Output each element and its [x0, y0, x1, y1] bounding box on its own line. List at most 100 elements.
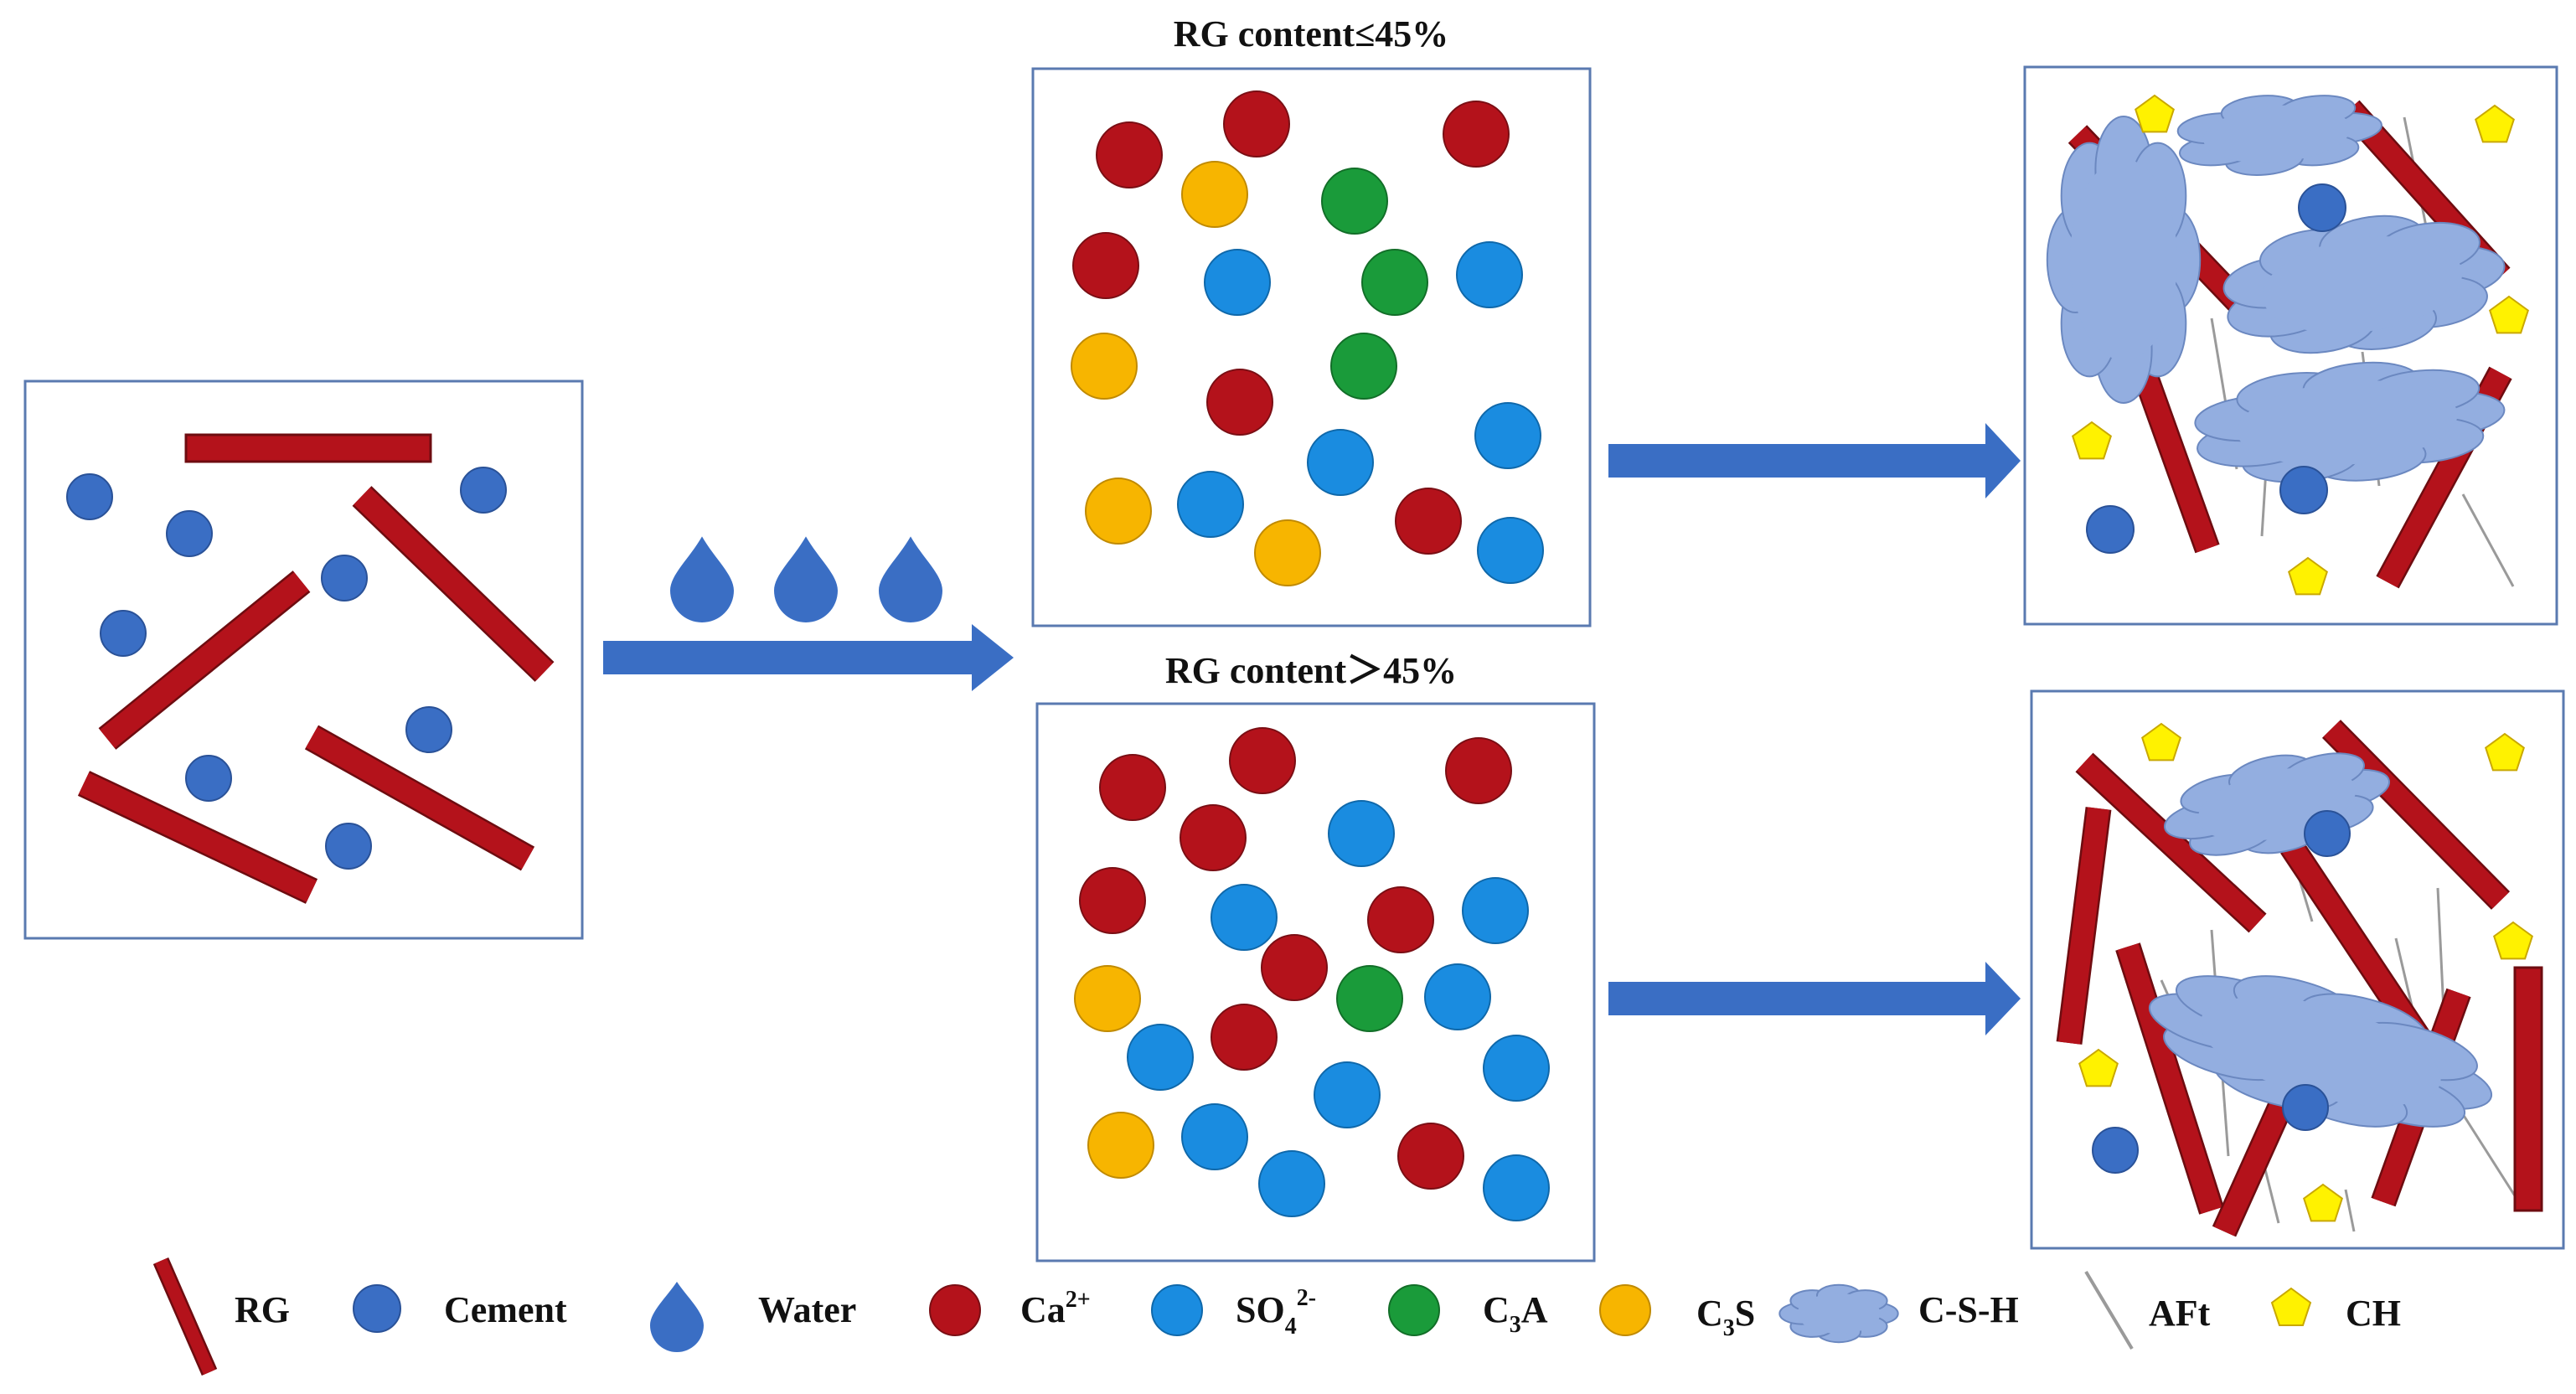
calcium-ion [1211, 1004, 1278, 1071]
ch-crystal [2485, 732, 2525, 772]
calcium-ion [1445, 737, 1512, 804]
cement-particle [185, 755, 232, 802]
rg-rod [77, 771, 318, 904]
rg-rod-horizontal [184, 433, 432, 463]
sulfate-ion [1477, 517, 1544, 584]
calcium-ion [1261, 934, 1328, 1001]
cement-particle [100, 610, 147, 657]
legend-rg: RG [152, 1257, 290, 1376]
sulfate-ion [1177, 471, 1244, 538]
calcium-ion [1443, 101, 1510, 168]
c3s-particle [1085, 478, 1152, 545]
ch-crystal [2078, 1048, 2119, 1087]
legend-water: Water [650, 1282, 856, 1352]
legend-label-ca: Ca2+ [1020, 1287, 1091, 1330]
legend-label-csh: C-S-H [1918, 1289, 2019, 1330]
rg-rod [352, 486, 555, 682]
calcium-ion-icon [929, 1284, 981, 1336]
csh-gel [2046, 116, 2202, 404]
aft-needle [2344, 1189, 2356, 1232]
legend-label-so4: SO42- [1236, 1285, 1316, 1340]
water-drop [774, 536, 838, 622]
csh-gel-legend [1778, 1283, 1899, 1344]
c3a-particle-icon [1388, 1284, 1440, 1336]
c3s-particle [1071, 333, 1138, 400]
csh-gel [2222, 214, 2506, 354]
c3a-particle [1361, 249, 1428, 316]
calcium-ion [1099, 754, 1166, 821]
c3a-particle [1336, 965, 1403, 1032]
low-rg-products [2046, 94, 2529, 596]
high-rg-products [2056, 720, 2543, 1237]
legend-label-c3s: C3S [1696, 1293, 1755, 1341]
rg-rod [2056, 807, 2112, 1045]
calcium-ion [1367, 886, 1434, 953]
low-rg-ions [1071, 90, 1544, 586]
water-drop [879, 536, 942, 622]
csh-core [2200, 996, 2441, 1107]
sulfate-ion [1474, 402, 1541, 469]
arrow-mix-to-ions [603, 624, 1014, 691]
ch-crystal [2303, 1183, 2343, 1222]
rg-rod-fill [79, 772, 317, 902]
rg-rod [304, 725, 535, 871]
sulfate-ion [1314, 1061, 1381, 1128]
c3s-particle-icon [1599, 1284, 1651, 1336]
csh-gel [2176, 95, 2382, 176]
legend: RG Cement Water Ca2+ SO42- C3A C3S C-S- [152, 1257, 2401, 1376]
top-condition-label: RG content≤45% [1174, 13, 1448, 54]
legend-c3s: C3S [1599, 1284, 1755, 1341]
sulfate-ion [1204, 249, 1271, 316]
cement-particle [325, 823, 372, 870]
legend-label-cement: Cement [444, 1289, 567, 1330]
aft-needle-icon [2084, 1270, 2134, 1350]
aft-needle [2461, 493, 2515, 587]
cement-particle [321, 555, 368, 601]
calcium-ion [1079, 867, 1146, 934]
calcium-ion [1206, 369, 1273, 436]
bottom-condition-label: RG content＞45% [1165, 650, 1457, 691]
legend-label-ch: CH [2346, 1293, 2401, 1334]
sulfate-ion [1211, 884, 1278, 951]
ch-crystal [2141, 722, 2181, 762]
csh-core [2070, 159, 2177, 360]
sulfate-ion [1483, 1154, 1550, 1221]
legend-label-water: Water [758, 1289, 856, 1330]
ch-crystal [2475, 104, 2515, 143]
sulfate-ion [1127, 1024, 1194, 1091]
calcium-ion [1180, 804, 1247, 871]
sulfate-ion [1328, 800, 1395, 867]
cement-particle [2282, 1084, 2329, 1131]
rg-rod [2075, 752, 2267, 933]
calcium-ion [1223, 90, 1290, 157]
legend-label-aft: AFt [2149, 1293, 2211, 1334]
c3a-particle [1321, 168, 1388, 235]
cement-particle [2298, 183, 2346, 232]
cement-particle [2304, 810, 2351, 857]
csh-core [2262, 236, 2463, 333]
legend-aft: AFt [2084, 1270, 2211, 1350]
ch-crystal [2135, 94, 2175, 133]
cement-particle [166, 510, 213, 557]
calcium-ion [1395, 488, 1462, 555]
calcium-ion [1096, 121, 1163, 188]
sulfate-ion [1483, 1035, 1550, 1102]
legend-cement: Cement [353, 1284, 567, 1333]
cement-particle [2279, 466, 2328, 514]
ch-crystal [2288, 556, 2328, 596]
high-rg-ions [1074, 727, 1550, 1221]
legend-label-c3a: C3A [1483, 1289, 1548, 1338]
rg-rod-fill [100, 572, 309, 748]
legend-ca: Ca2+ [929, 1284, 1091, 1336]
c3s-particle [1074, 965, 1141, 1032]
ch-crystal-icon [2270, 1287, 2312, 1326]
cement-particle [2086, 505, 2135, 554]
cement-particle [66, 473, 113, 520]
sulfate-ion [1181, 1103, 1248, 1170]
cement-particle [2092, 1127, 2139, 1174]
calcium-ion [1072, 232, 1139, 299]
sulfate-ion-icon [1151, 1284, 1203, 1336]
initial-mix-content [66, 433, 555, 904]
rg-rod-fill [2077, 754, 2265, 932]
